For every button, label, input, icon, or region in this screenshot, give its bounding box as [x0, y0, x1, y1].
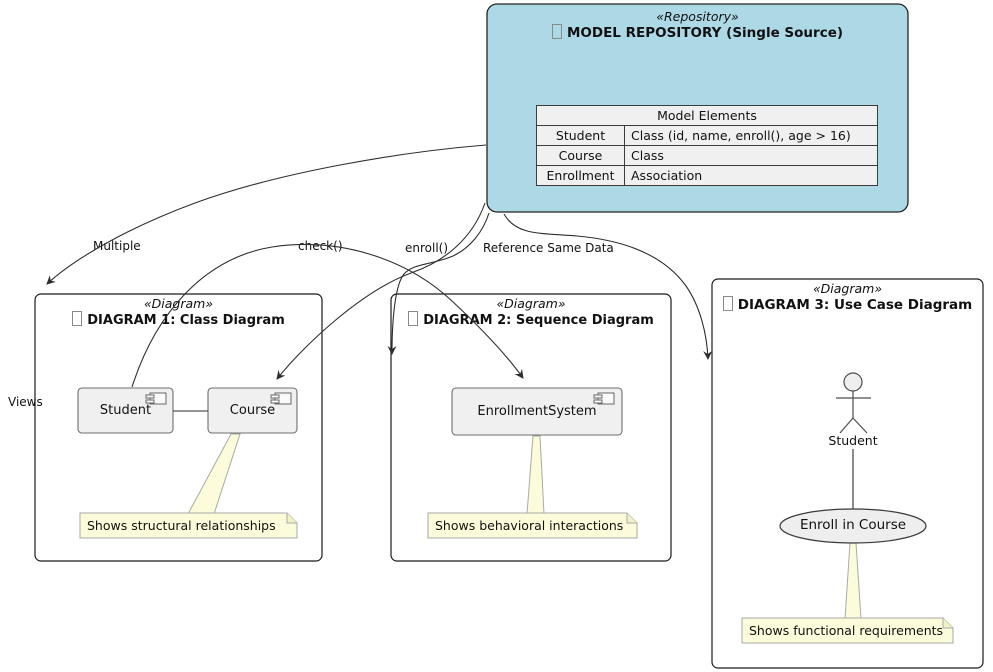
- usecase-label: Enroll in Course: [799, 517, 907, 533]
- missing-glyph-icon: [72, 311, 83, 326]
- diagram3-box: [711, 278, 984, 669]
- table-row: Course Class: [536, 145, 878, 166]
- missing-glyph-icon: [551, 24, 562, 39]
- edge-label-multiple: Multiple: [93, 239, 141, 253]
- note1-text: Shows structural relationships: [87, 518, 276, 533]
- component-enrollmentsystem-box: [451, 387, 623, 436]
- diagram2-title: DIAGRAM 2: Sequence Diagram: [391, 311, 671, 328]
- note3-text: Shows functional requirements: [749, 623, 944, 638]
- note3-shape: [741, 617, 954, 644]
- missing-glyph-icon: [722, 296, 733, 311]
- table-cell: Class (id, name, enroll(), age > 16): [624, 125, 878, 146]
- table-row: Enrollment Association: [536, 165, 878, 186]
- table-header: Model Elements: [536, 105, 878, 126]
- edge-label-check: check(): [298, 239, 343, 253]
- diagram3-stereotype: «Diagram»: [812, 281, 883, 296]
- edge-label-reference: Reference Same Data: [483, 241, 614, 255]
- model-elements-table: Model Elements Student Class (id, name, …: [536, 105, 878, 186]
- table-cell: Class: [624, 145, 878, 166]
- diagram1-title: DIAGRAM 1: Class Diagram: [35, 311, 322, 328]
- component-enrollmentsystem-label: EnrollmentSystem: [477, 404, 597, 419]
- table-cell: Course: [536, 145, 625, 166]
- repository-title: MODEL REPOSITORY (Single Source): [487, 24, 908, 41]
- diagram1-stereotype: «Diagram»: [143, 296, 214, 311]
- edge-label-views: Views: [8, 395, 43, 409]
- note2-shape: [427, 512, 638, 539]
- component-icon: [593, 392, 615, 405]
- actor-label: Student: [828, 433, 878, 448]
- note2-text: Shows behavioral interactions: [435, 518, 624, 533]
- component-icon: [145, 392, 167, 405]
- table-row: Student Class (id, name, enroll(), age >…: [536, 125, 878, 146]
- edge-label-enroll: enroll(): [405, 241, 449, 255]
- component-icon: [270, 392, 292, 405]
- table-cell: Student: [536, 125, 625, 146]
- component-course-label: Course: [229, 403, 276, 418]
- actor-figure: [836, 372, 871, 434]
- repository-stereotype: «Repository»: [656, 9, 739, 24]
- diagram2-stereotype: «Diagram»: [496, 296, 566, 311]
- table-header-row: Model Elements: [536, 105, 878, 126]
- component-student-label: Student: [99, 403, 152, 418]
- note1-shape: [79, 512, 298, 539]
- table-cell: Enrollment: [536, 165, 625, 186]
- diagram3-title: DIAGRAM 3: Use Case Diagram: [712, 296, 983, 313]
- table-cell: Association: [624, 165, 878, 186]
- missing-glyph-icon: [408, 311, 419, 326]
